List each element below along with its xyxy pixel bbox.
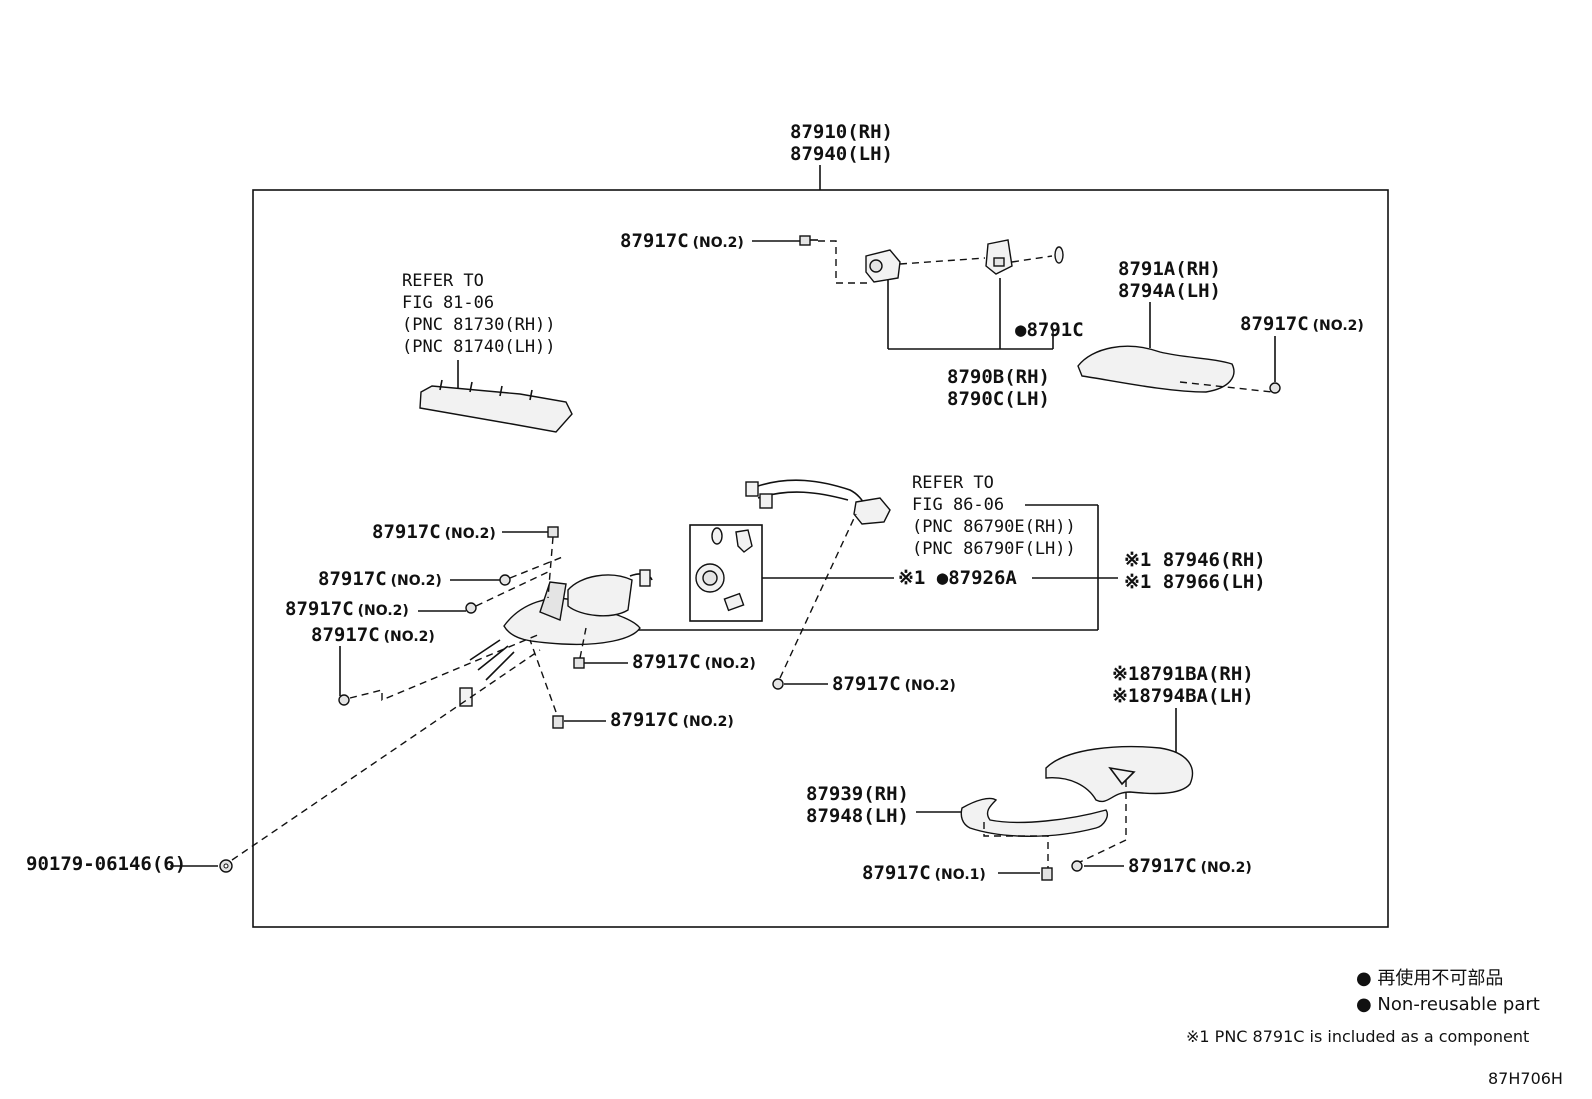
- label-87946-lh: ※1 87966(LH): [1124, 571, 1266, 593]
- callout-screw-mid-6: 87917C(NO.2): [610, 709, 734, 731]
- assembly-label-rh: 87910(RH): [790, 121, 893, 143]
- label-8791C: ●8791C: [1015, 319, 1084, 341]
- nut-icon: [219, 859, 233, 873]
- callout-screw-mid-4: 87917C(NO.2): [311, 624, 435, 646]
- callout-screw-mid-1: 87917C(NO.2): [372, 521, 496, 543]
- callout-screw-bottom-2: 87917C(NO.2): [1128, 855, 1252, 877]
- refer81-line2: FIG 81-06: [402, 293, 494, 313]
- label-87926A: ※1 ●87926A: [898, 567, 1017, 589]
- wire-harness-icon: [757, 479, 867, 507]
- refer86-line3: (PNC 86790E(RH)): [912, 517, 1076, 537]
- label-8791A-rh: 8791A(RH): [1118, 258, 1221, 280]
- screw-icon: [772, 678, 784, 690]
- label-nut: 90179-06146(6): [26, 853, 186, 875]
- screw-icon: [1269, 382, 1281, 394]
- pivot-bracket-icon: [985, 239, 1013, 275]
- refer86-line4: (PNC 86790F(LH)): [912, 539, 1076, 559]
- callout-screw-right-cover: 87917C(NO.2): [1240, 313, 1364, 335]
- screw-icon: [1041, 867, 1053, 881]
- screw-icon: [799, 235, 818, 246]
- screw-icon: [338, 694, 350, 706]
- callout-screw-top: 87917C(NO.2): [620, 230, 744, 252]
- legend-note: ※1 PNC 8791C is included as a component: [1186, 1027, 1529, 1046]
- screw-icon: [499, 574, 511, 586]
- label-8791BA-lh: ※18794BA(LH): [1112, 685, 1254, 707]
- label-87946-rh: ※1 87946(RH): [1124, 549, 1266, 571]
- mirror-glass-parts-box: [689, 524, 763, 622]
- label-87939-rh: 87939(RH): [806, 783, 909, 805]
- screw-icon: [573, 657, 585, 669]
- seal-ring-icon: [1054, 246, 1064, 264]
- legend-jp: ● 再使用不可部品: [1356, 968, 1503, 989]
- screw-icon: [465, 602, 477, 614]
- callout-screw-mid-5: 87917C(NO.2): [632, 651, 756, 673]
- callout-screw-bottom-1: 87917C(NO.1): [862, 862, 986, 884]
- mirror-cover-icon: [1077, 345, 1235, 393]
- label-8791BA-rh: ※18791BA(RH): [1112, 663, 1254, 685]
- label-8791A-lh: 8794A(LH): [1118, 280, 1221, 302]
- legend-en: ● Non-reusable part: [1356, 994, 1540, 1015]
- refer81-line1: REFER TO: [402, 271, 484, 291]
- screw-icon: [547, 526, 559, 538]
- callout-screw-mid-2: 87917C(NO.2): [318, 568, 442, 590]
- garnish-icon: [960, 797, 1108, 837]
- label-8790-lh: 8790C(LH): [947, 388, 1050, 410]
- callout-screw-mid-3: 87917C(NO.2): [285, 598, 409, 620]
- label-8790-rh: 8790B(RH): [947, 366, 1050, 388]
- assembly-label-lh: 87940(LH): [790, 143, 893, 165]
- callout-screw-mid-7: 87917C(NO.2): [832, 673, 956, 695]
- screw-icon: [1071, 860, 1083, 872]
- refer86-line1: REFER TO: [912, 473, 994, 493]
- refer81-line3: (PNC 81730(RH)): [402, 315, 556, 335]
- side-turn-lamp-icon: [419, 385, 573, 433]
- refer86-line2: FIG 86-06: [912, 495, 1004, 515]
- screw-icon: [552, 715, 564, 729]
- refer81-line4: (PNC 81740(LH)): [402, 337, 556, 357]
- label-87939-lh: 87948(LH): [806, 805, 909, 827]
- diagram-code: 87H706H: [1488, 1069, 1563, 1088]
- motor-housing-icon: [865, 249, 901, 283]
- lower-cover-icon: [1045, 745, 1194, 803]
- mirror-base-icon: [459, 569, 653, 707]
